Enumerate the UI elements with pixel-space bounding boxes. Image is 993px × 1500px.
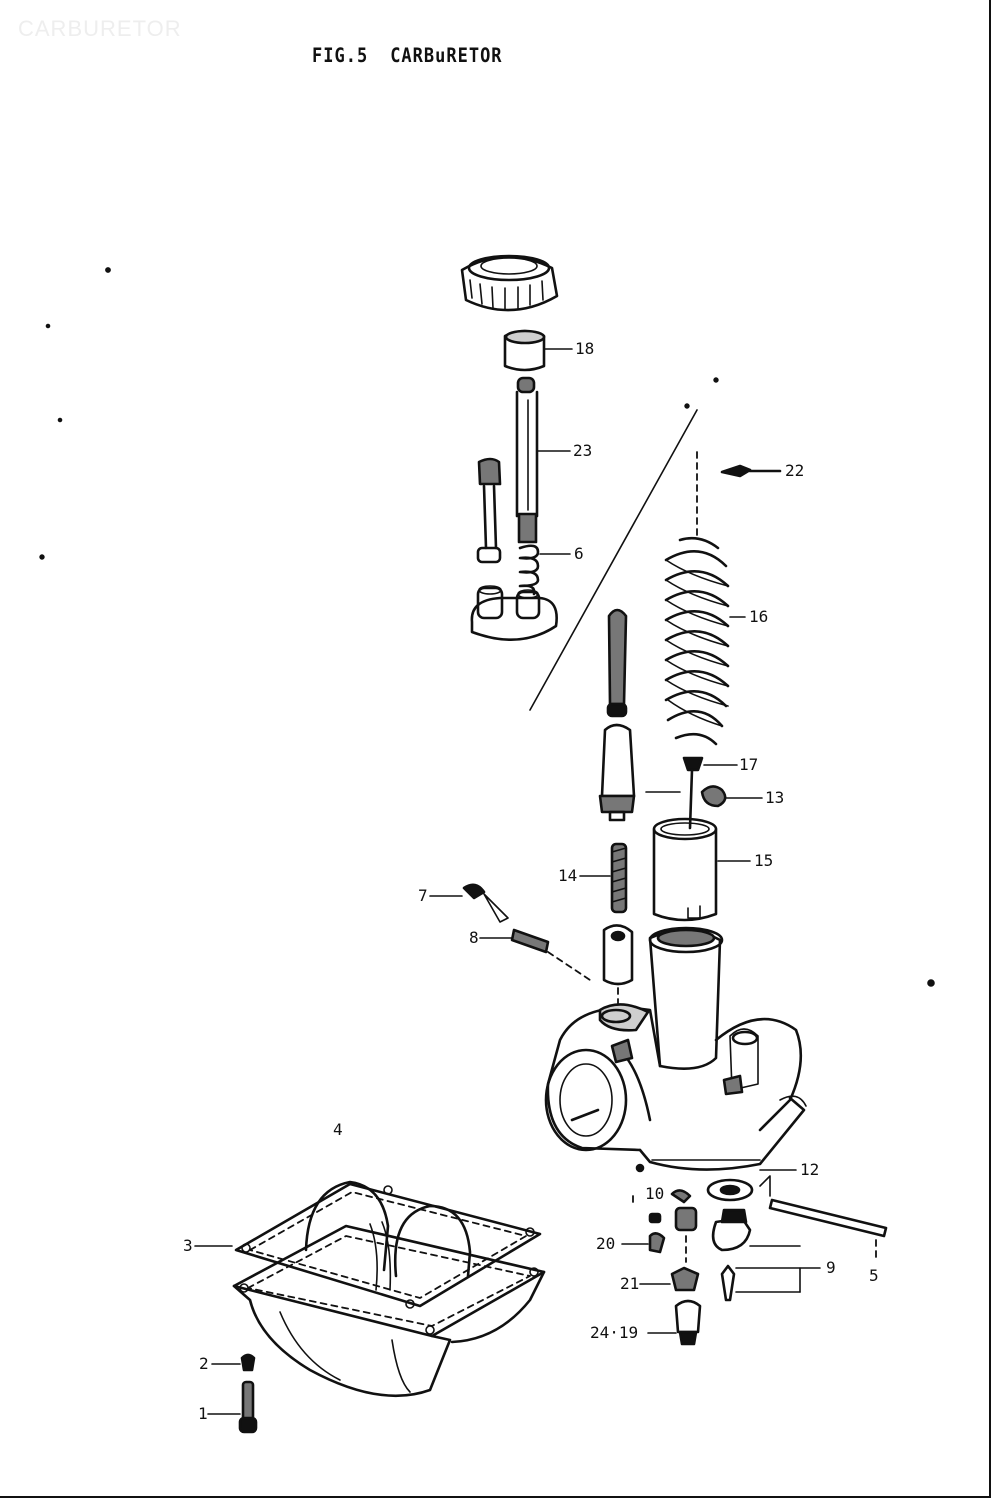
callout-16: 16 <box>749 607 769 626</box>
callout-17: 17 <box>739 755 759 774</box>
callout-7: 7 <box>418 886 428 905</box>
part-5-rod <box>768 1198 888 1263</box>
assembly-line <box>529 409 698 711</box>
part-14-spring <box>610 842 628 914</box>
callout-8: 8 <box>469 928 479 947</box>
callout-12: 12 <box>800 1160 820 1179</box>
part-22-screw <box>696 451 782 541</box>
callout-22: 22 <box>785 461 805 480</box>
part-12-washer <box>706 1175 771 1202</box>
callout-4: 4 <box>333 1120 343 1139</box>
part-23-tube <box>515 376 539 544</box>
leader-lines <box>194 348 821 1415</box>
callout-24-19: 24·19 <box>590 1323 639 1342</box>
part-13-plate <box>700 785 727 808</box>
callout-2: 2 <box>199 1354 209 1373</box>
needle-jet-column <box>598 608 636 822</box>
callout-21: 21 <box>620 1274 640 1293</box>
part-18-cap <box>503 329 546 372</box>
callout-3: 3 <box>183 1236 193 1255</box>
callout-18: 18 <box>575 339 595 358</box>
callout-15: 15 <box>754 851 774 870</box>
jet-holder <box>602 924 634 1009</box>
callout-9: 9 <box>826 1258 836 1277</box>
figure-number: FIG.5 <box>312 44 369 68</box>
callout-10: 10 <box>645 1184 665 1203</box>
carburetor-body <box>544 926 807 1173</box>
choke-base-plate <box>470 585 558 641</box>
specks <box>39 267 935 987</box>
callout-6: 6 <box>574 544 584 563</box>
callout-13: 13 <box>765 788 785 807</box>
figure-title: FIG.5 CARBuRETOR <box>312 45 503 68</box>
part-16-spring <box>664 536 730 746</box>
part-7-8-screw <box>462 883 591 981</box>
part-10-jet <box>632 1189 692 1207</box>
jets-group <box>648 1206 752 1346</box>
callout-1: 1 <box>198 1404 208 1423</box>
top-cap-part <box>460 254 559 312</box>
watermark: CARBURETOR <box>18 16 182 41</box>
part-6-spring <box>476 457 540 596</box>
float-bowl-assembly <box>232 1180 546 1398</box>
part-2-1-bolt <box>238 1353 258 1434</box>
callout-14: 14 <box>558 866 578 885</box>
part-17-clip-needle <box>645 756 704 830</box>
part-15-slide <box>652 817 718 922</box>
callout-5: 5 <box>869 1266 879 1285</box>
callout-23: 23 <box>573 441 593 460</box>
callout-20: 20 <box>596 1234 616 1253</box>
figure-name: CARBuRETOR <box>390 44 503 68</box>
